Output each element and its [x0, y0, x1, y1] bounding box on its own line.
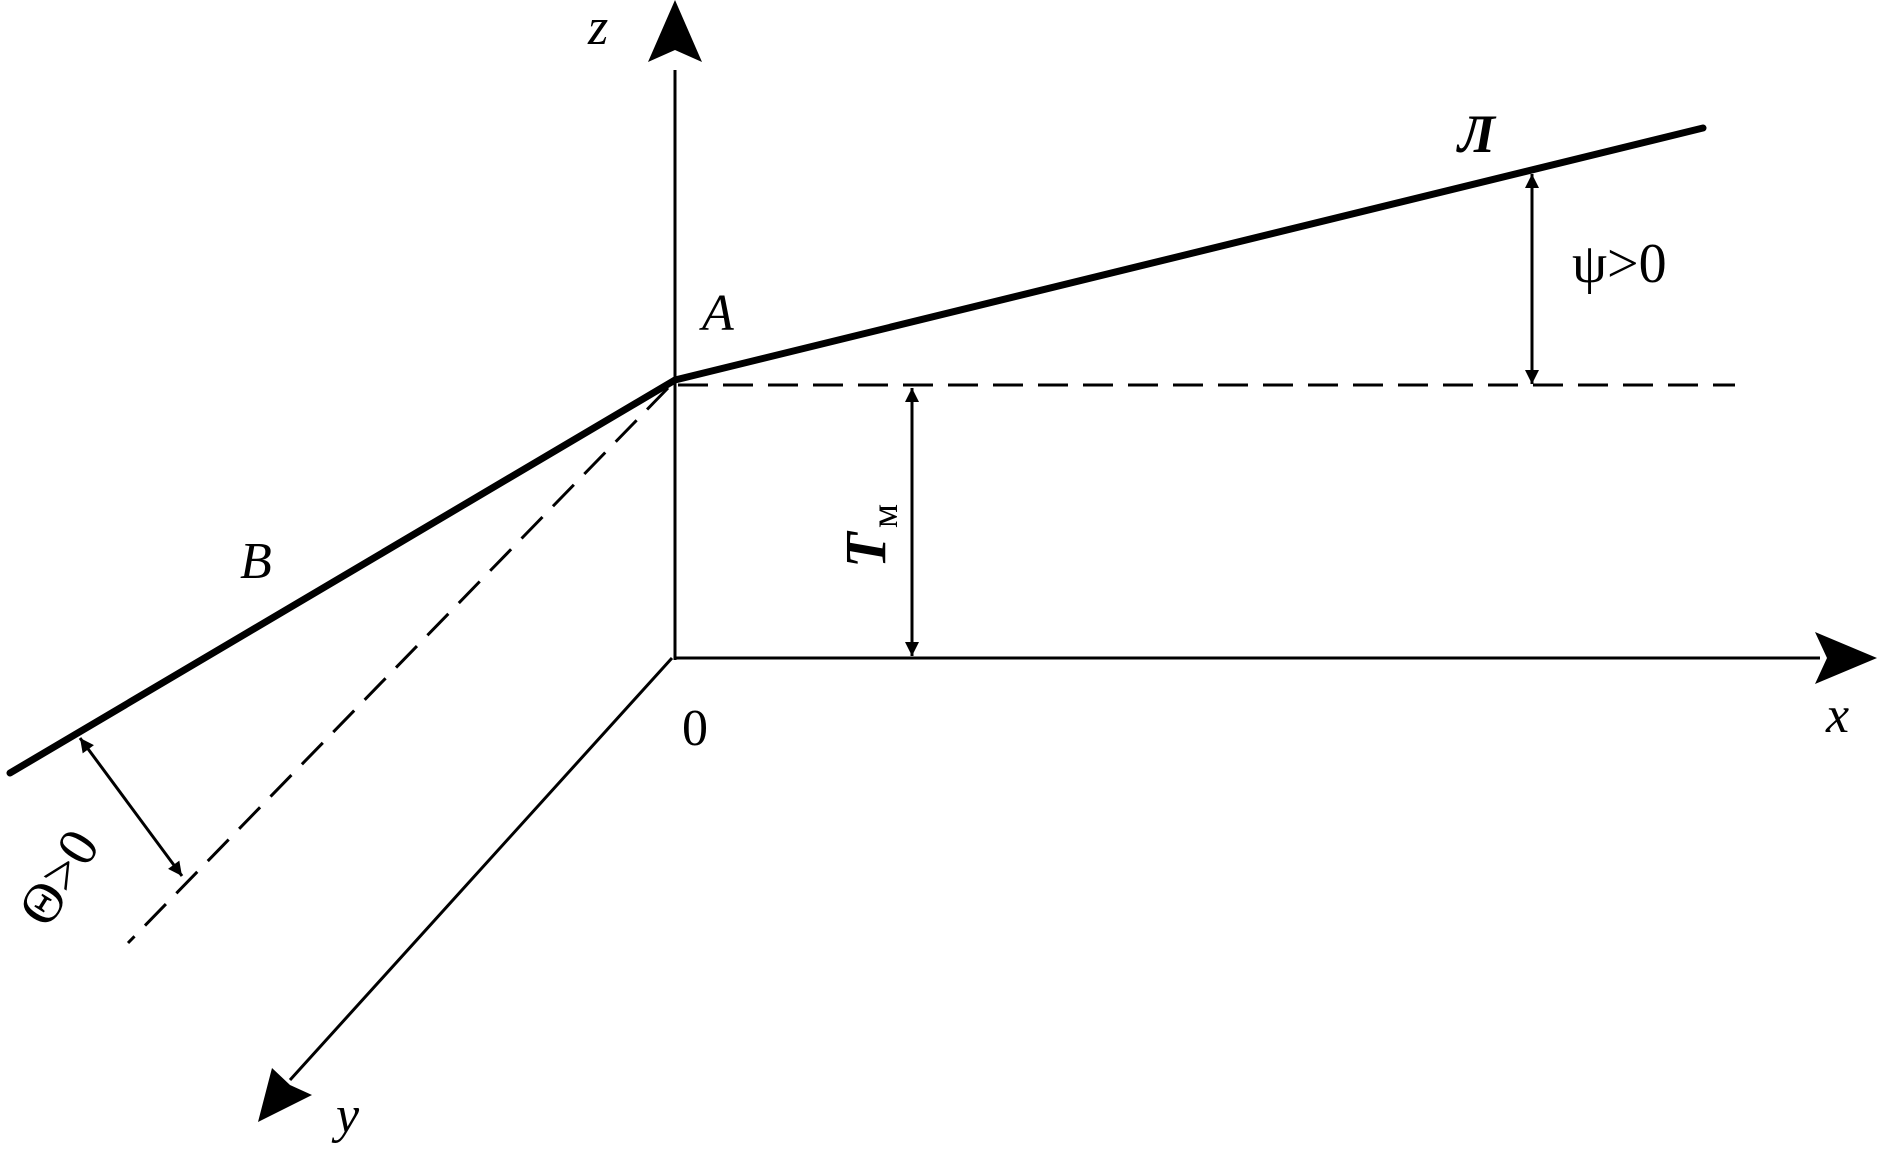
branch-b-line — [6, 376, 679, 777]
psi-label: ψ>0 — [1572, 233, 1667, 295]
point-a-label: A — [699, 285, 734, 342]
axis-x-label: x — [1825, 687, 1849, 744]
axis-y — [258, 656, 674, 1122]
t-m-label: T м — [833, 504, 906, 568]
axis-x — [675, 632, 1877, 684]
axis-z — [648, 0, 702, 660]
branch-b-label: B — [240, 533, 272, 590]
t-main-label: T — [833, 530, 898, 568]
axis-y-label: y — [331, 1087, 360, 1144]
origin-label: 0 — [682, 700, 708, 757]
theta-label: Θ>0 — [6, 819, 112, 937]
t-subscript-label: м — [864, 504, 906, 528]
dashed-diagonal-reference — [126, 386, 670, 945]
branch-l-line — [671, 124, 1707, 384]
axis-z-label: z — [587, 0, 608, 56]
branch-l-label: Л — [1456, 104, 1497, 164]
theta-dimension-arrow — [78, 737, 184, 877]
